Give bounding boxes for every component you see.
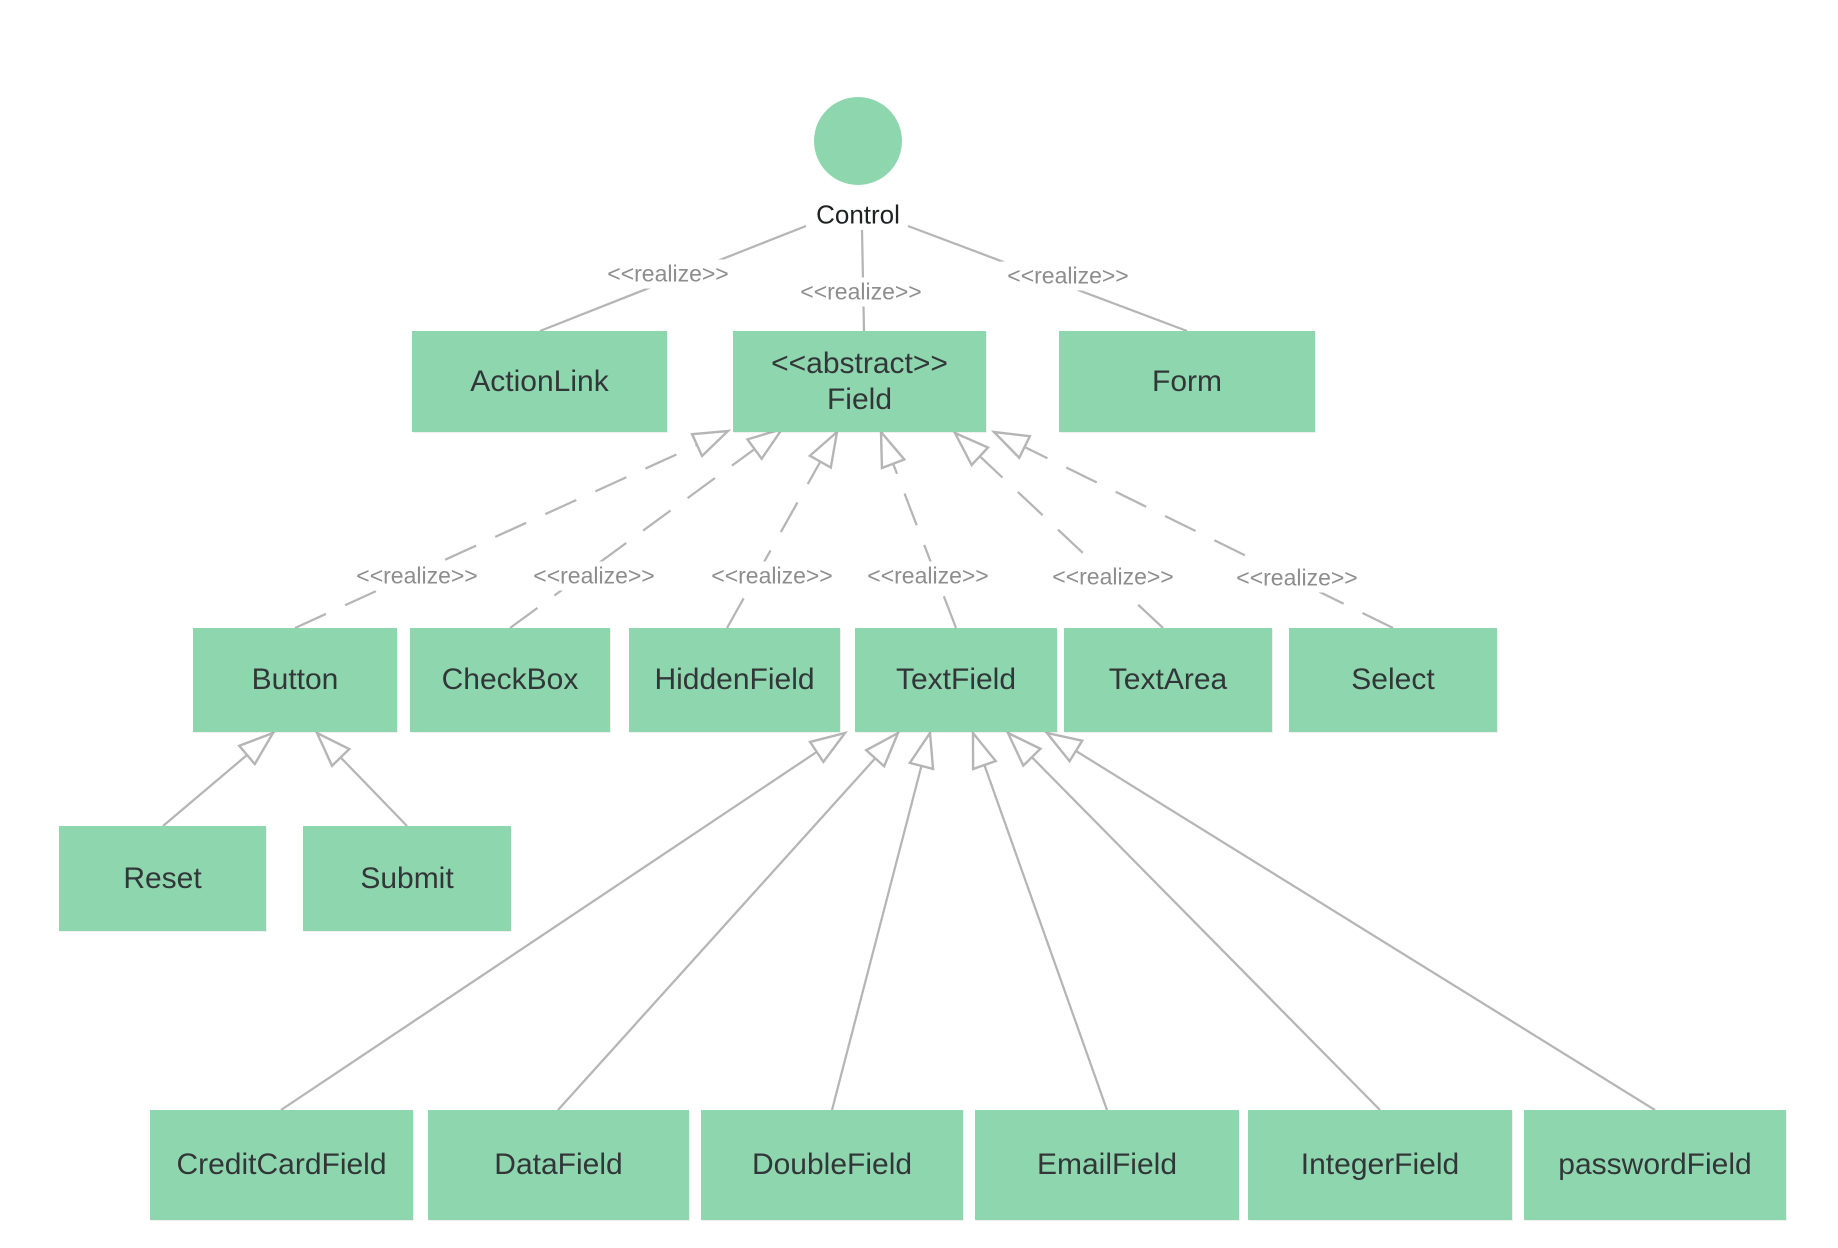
node-label: TextField: [895, 663, 1017, 696]
edge-button-field: [294, 429, 732, 630]
node-label: Button: [251, 663, 339, 696]
node-doublefield: DoubleField: [701, 1110, 963, 1220]
node-label: DoubleField: [751, 1148, 913, 1181]
node-textfield: TextField: [855, 628, 1057, 732]
edge-datafield-textfield: [557, 730, 901, 1111]
node-label: TextArea: [1108, 663, 1228, 696]
node-hiddenfield: HiddenField: [629, 628, 840, 732]
edge-doublefield-textfield: [830, 729, 935, 1111]
edge-label-realize: <<realize>>: [600, 259, 736, 289]
node-stereotype: <<abstract>>: [771, 346, 948, 380]
node-field: <<abstract>> Field: [733, 331, 986, 432]
node-checkbox: CheckBox: [410, 628, 610, 732]
node-emailfield: EmailField: [975, 1110, 1239, 1220]
node-datafield: DataField: [428, 1110, 689, 1220]
node-reset: Reset: [59, 826, 266, 931]
edge-textarea-field: [952, 430, 1164, 629]
node-select: Select: [1289, 628, 1497, 732]
edge-hiddenfield-field: [726, 428, 839, 629]
edge-label-realize: <<realize>>: [793, 277, 929, 307]
node-label: Form: [1152, 364, 1222, 398]
node-label: IntegerField: [1300, 1148, 1460, 1181]
edge-submit-button: [314, 730, 408, 827]
edge-select-field: [990, 430, 1394, 630]
edge-checkbox-field: [509, 426, 785, 629]
edge-label-realize: <<realize>>: [860, 561, 996, 591]
node-actionlink: ActionLink: [412, 331, 667, 432]
node-label: Field: [826, 382, 893, 416]
edge-label-realize: <<realize>>: [1229, 563, 1365, 593]
edge-creditcardfield-textfield: [280, 730, 848, 1111]
node-label: Submit: [360, 861, 454, 895]
node-label: CreditCardField: [176, 1148, 387, 1181]
edge-label-realize: <<realize>>: [1000, 261, 1136, 291]
edge-label-realize: <<realize>>: [1045, 562, 1181, 592]
node-label: Select: [1351, 663, 1435, 696]
node-submit: Submit: [303, 826, 511, 931]
edge-passwordfield-textfield: [1043, 731, 1656, 1111]
edge-emailfield-textfield: [971, 729, 1109, 1111]
node-creditcardfield: CreditCardField: [150, 1110, 413, 1220]
node-label: HiddenField: [654, 663, 815, 696]
node-label: DataField: [494, 1148, 623, 1181]
edge-reset-button: [162, 730, 276, 827]
node-textarea: TextArea: [1064, 628, 1272, 732]
edge-label-realize: <<realize>>: [704, 561, 840, 591]
edge-integerfield-textfield: [1005, 730, 1381, 1111]
edge-label-realize: <<realize>>: [526, 561, 662, 591]
node-label: passwordField: [1558, 1148, 1752, 1181]
edge-textfield-field: [879, 428, 958, 629]
edge-label-realize: <<realize>>: [349, 561, 485, 591]
node-passwordfield: passwordField: [1524, 1110, 1786, 1220]
node-integerfield: IntegerField: [1248, 1110, 1512, 1220]
node-label: EmailField: [1036, 1148, 1178, 1181]
node-label: CheckBox: [441, 663, 579, 696]
control-node-circle: [814, 97, 902, 185]
node-form: Form: [1059, 331, 1315, 432]
control-node-label: Control: [816, 199, 900, 230]
node-button: Button: [193, 628, 397, 732]
node-label: Reset: [123, 861, 202, 895]
node-label: ActionLink: [470, 364, 609, 398]
